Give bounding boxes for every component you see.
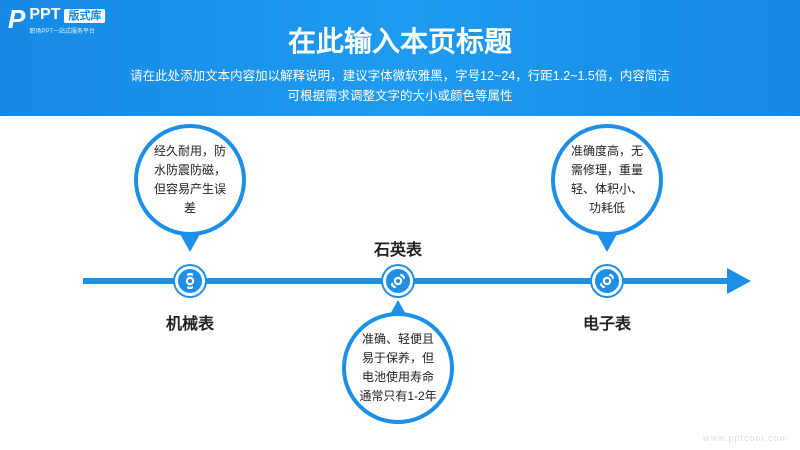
arrow-head-icon [727,268,751,294]
bubble-text: 准确、轻便且易于保养，但电池使用寿命通常只有1-2年 [359,332,437,403]
bubble-quartz: 准确、轻便且易于保养，但电池使用寿命通常只有1-2年 [342,312,454,424]
bubble-pointer [180,234,200,252]
description-line: 请在此处添加文本内容加以解释说明，建议字体微软雅黑，字号12~24，行距1.2~… [130,69,670,83]
watermark: www.pptcool.com [702,433,788,443]
bubble-mechanical: 经久耐用，防水防震防磁，但容易产生误差 [134,124,246,236]
logo-mark: P [8,4,26,34]
bubble-text: 经久耐用，防水防震防磁，但容易产生误差 [153,144,226,215]
logo-tag: 版式库 [64,9,106,23]
watch-icon [592,266,622,296]
timeline-label: 机械表 [165,316,214,333]
bubble-electronic: 准确度高，无需修理，重量轻、体积小、功耗低 [551,124,663,236]
bubble-pointer [597,234,617,252]
header-banner [0,0,800,116]
logo-sub: 职场PPT一站式服务平台 [29,29,96,35]
description-line: 可根据需求调整文字的大小或颜色等属性 [287,89,513,103]
page-description: 请在此处添加文本内容加以解释说明，建议字体微软雅黑，字号12~24，行距1.2~… [0,66,800,106]
timeline-label: 电子表 [582,316,631,333]
watch-icon [383,266,413,296]
bubble-text: 准确度高，无需修理，重量轻、体积小、功耗低 [570,144,643,215]
timeline-label: 石英表 [373,242,422,259]
logo-name: PPT [29,6,61,23]
watch-icon [175,266,205,296]
page-title: 在此输入本页标题 [287,26,512,57]
